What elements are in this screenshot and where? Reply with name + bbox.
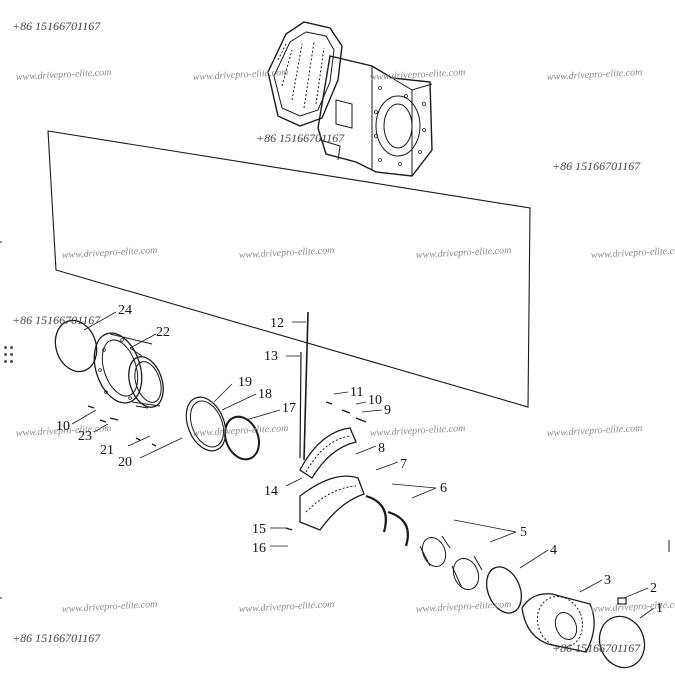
callout-19: 19	[238, 375, 252, 390]
part-3-end-cover	[521, 593, 595, 653]
watermark: www.drivepro-elite.com	[416, 599, 512, 615]
part-24-o-ring	[54, 319, 98, 373]
part-2-plug	[617, 597, 627, 605]
callout-labels: 24 22 10 23 21 20 19 18 17 12 13 11 10 9…	[56, 303, 663, 616]
part-6-snap-ring-b	[387, 510, 409, 547]
part-14-upper-segment	[299, 427, 357, 479]
callout-22: 22	[156, 325, 170, 340]
watermark: www.drivepro-elite.com	[239, 245, 335, 261]
part-22-hub-flange	[93, 332, 164, 409]
callout-5: 5	[520, 525, 527, 540]
part-17-seal-ring	[224, 415, 260, 461]
part-5-bushing-b	[451, 555, 483, 591]
leader-lines	[71, 311, 655, 619]
callout-8: 8	[378, 441, 385, 456]
callout-24: 24	[118, 303, 132, 318]
watermark: www.drivepro-elite.com	[591, 599, 675, 615]
part-13-short-bolt	[299, 351, 302, 459]
phone-overlays: +86 15166701167 +86 15166701167 +86 1516…	[12, 19, 641, 655]
callout-10-right: 10	[368, 393, 382, 408]
callout-21: 21	[100, 443, 114, 458]
watermark: www.drivepro-elite.com	[416, 245, 512, 261]
callout-20: 20	[118, 455, 132, 470]
callout-9: 9	[384, 403, 391, 418]
axle-housing-illustration	[267, 21, 433, 177]
part-19-ring	[185, 396, 227, 452]
watermark: www.drivepro-elite.com	[16, 423, 112, 439]
drag-handle-icon[interactable]	[4, 346, 16, 366]
assembly-plane-outline	[47, 130, 531, 408]
part-8-lower-segment	[299, 475, 365, 531]
phone-text: +86 15166701167	[256, 131, 345, 145]
callout-16: 16	[252, 541, 266, 556]
part-4-o-ring	[486, 566, 522, 614]
callout-23: 23	[78, 429, 92, 444]
watermark: www.drivepro-elite.com	[547, 423, 643, 439]
part-6-snap-ring-a	[365, 494, 387, 533]
watermark: www.drivepro-elite.com	[591, 245, 675, 261]
part-5-bushing-a	[419, 535, 451, 568]
watermarks: www.drivepro-elite.com www.drivepro-elit…	[16, 67, 675, 615]
callout-18: 18	[258, 387, 272, 402]
callout-17: 17	[282, 401, 296, 416]
phone-text: +86 15166701167	[12, 19, 101, 33]
small-fasteners	[87, 401, 367, 531]
part-1-o-ring	[598, 615, 646, 669]
callout-7: 7	[400, 457, 407, 472]
callout-15: 15	[252, 522, 266, 537]
callout-11: 11	[350, 385, 363, 400]
part-12-long-bolt	[303, 311, 309, 461]
callout-12: 12	[270, 316, 284, 331]
phone-text: +86 15166701167	[552, 159, 641, 173]
watermark: www.drivepro-elite.com	[239, 599, 335, 615]
callout-6: 6	[440, 481, 447, 496]
callout-14: 14	[264, 484, 278, 499]
phone-text: +86 15166701167	[12, 631, 101, 645]
watermark: www.drivepro-elite.com	[62, 245, 158, 261]
watermark: www.drivepro-elite.com	[547, 67, 643, 83]
phone-text: +86 15166701167	[552, 641, 641, 655]
callout-10-left: 10	[56, 419, 70, 434]
edge-ticks	[0, 241, 670, 599]
watermark: www.drivepro-elite.com	[16, 67, 112, 83]
watermark: www.drivepro-elite.com	[62, 599, 158, 615]
callout-13: 13	[264, 349, 278, 364]
part-18-ring	[189, 400, 225, 448]
callout-3: 3	[604, 573, 611, 588]
watermark: www.drivepro-elite.com	[193, 67, 289, 83]
callout-4: 4	[550, 543, 557, 558]
callout-2: 2	[650, 581, 657, 596]
watermark: www.drivepro-elite.com	[193, 423, 289, 439]
phone-text: +86 15166701167	[12, 313, 101, 327]
watermark: www.drivepro-elite.com	[370, 67, 466, 83]
watermark: www.drivepro-elite.com	[370, 423, 466, 439]
callout-1: 1	[656, 601, 663, 616]
